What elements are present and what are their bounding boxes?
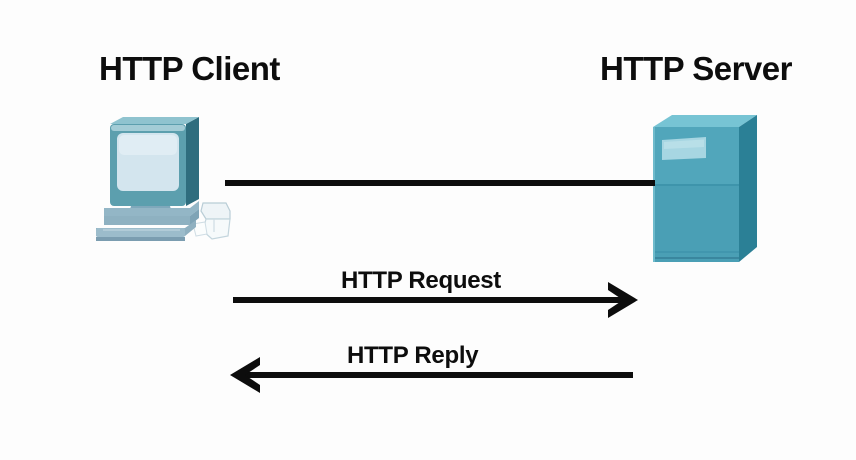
request-arrow-shaft	[233, 297, 625, 303]
server-drive-bay-highlight	[664, 139, 704, 149]
link-line	[225, 180, 655, 186]
keyboard-edge	[96, 237, 185, 241]
server-tower-icon	[653, 115, 757, 262]
server-node-label: HTTP Server	[600, 50, 792, 87]
computer-base-mid-face	[104, 216, 190, 225]
mouse-icon	[192, 202, 231, 240]
monitor-side	[186, 117, 199, 206]
monitor-bezel-highlight	[111, 125, 185, 131]
server-top-face	[653, 115, 757, 127]
reply-arrowhead-icon	[230, 357, 260, 393]
http-reply-arrow	[230, 357, 633, 393]
client-server-link	[225, 180, 655, 186]
monitor-top	[110, 117, 199, 124]
http-reply-label: HTTP Reply	[347, 342, 479, 369]
monitor-screen-glare	[119, 135, 177, 155]
request-arrowhead-icon	[608, 282, 638, 318]
reply-arrow-shaft	[243, 372, 633, 378]
desktop-computer-icon	[96, 117, 231, 241]
server-side-face	[739, 115, 757, 262]
http-request-arrow	[233, 282, 638, 318]
http-request-label: HTTP Request	[341, 267, 501, 294]
client-node-label: HTTP Client	[99, 50, 280, 87]
computer-base-upper	[104, 201, 199, 216]
